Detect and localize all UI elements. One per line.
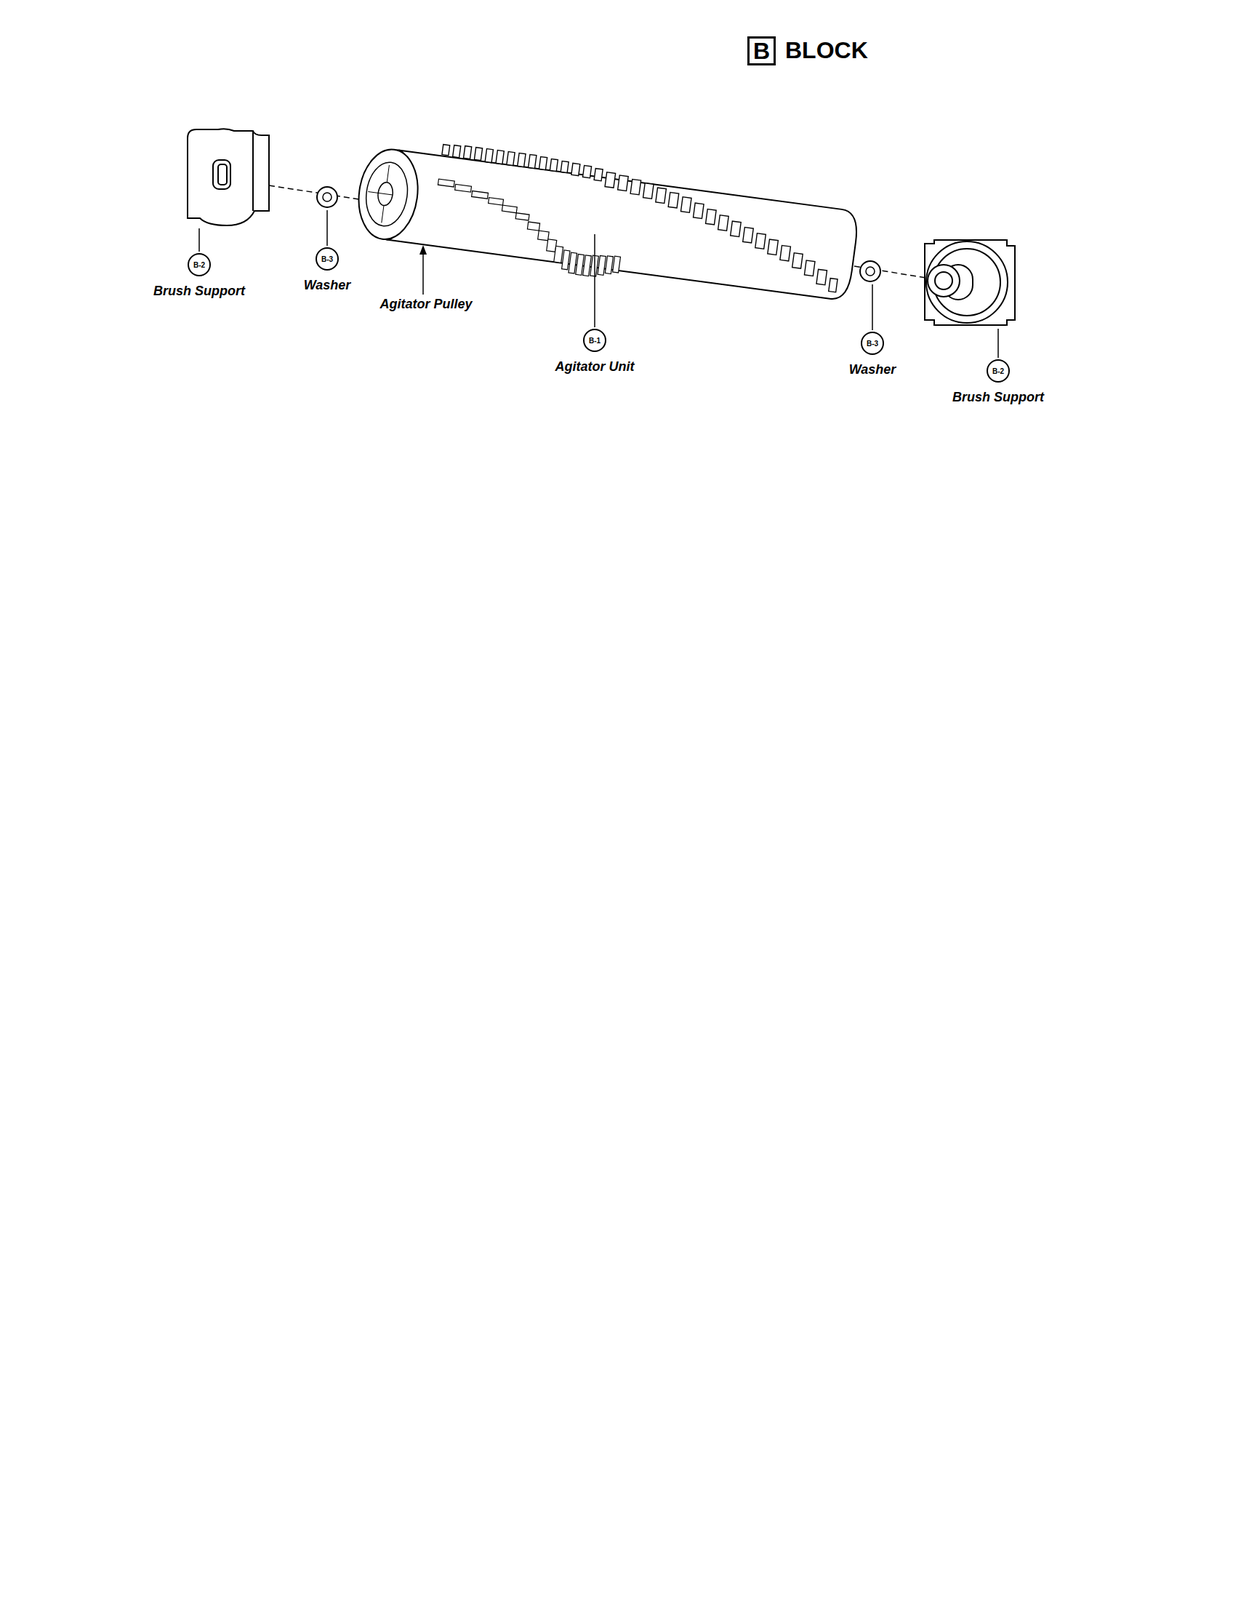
washer-left bbox=[316, 186, 338, 208]
block-letter: B bbox=[753, 37, 770, 64]
callout-number: B-2 bbox=[187, 252, 211, 277]
part-name: Washer bbox=[849, 362, 897, 378]
callout: B-2Brush Support bbox=[153, 252, 246, 299]
agitator-unit bbox=[351, 133, 861, 311]
brush-support-right bbox=[924, 239, 1015, 325]
brush-support-left bbox=[187, 128, 269, 226]
part-name: Brush Support bbox=[153, 283, 246, 299]
callout-number: B-3 bbox=[860, 331, 885, 355]
washer-right bbox=[860, 260, 881, 282]
block-title: BLOCK bbox=[785, 38, 869, 62]
part-label: Agitator Pulley bbox=[379, 296, 472, 312]
callout: B-1Agitator Unit bbox=[555, 328, 635, 375]
callout: B-3Washer bbox=[849, 331, 897, 378]
callout: B-2Brush Support bbox=[952, 359, 1044, 405]
part-name: Agitator Unit bbox=[555, 359, 635, 375]
callout-number: B-3 bbox=[315, 247, 339, 271]
block-letter-box: B bbox=[747, 36, 776, 66]
callout: B-3Washer bbox=[303, 247, 352, 293]
callout-number: B-2 bbox=[986, 359, 1010, 383]
part-name: Washer bbox=[303, 277, 352, 293]
callout-number: B-1 bbox=[583, 328, 607, 352]
leader-line bbox=[199, 210, 999, 358]
arrowhead bbox=[419, 245, 427, 255]
part-name: Brush Support bbox=[952, 389, 1044, 405]
